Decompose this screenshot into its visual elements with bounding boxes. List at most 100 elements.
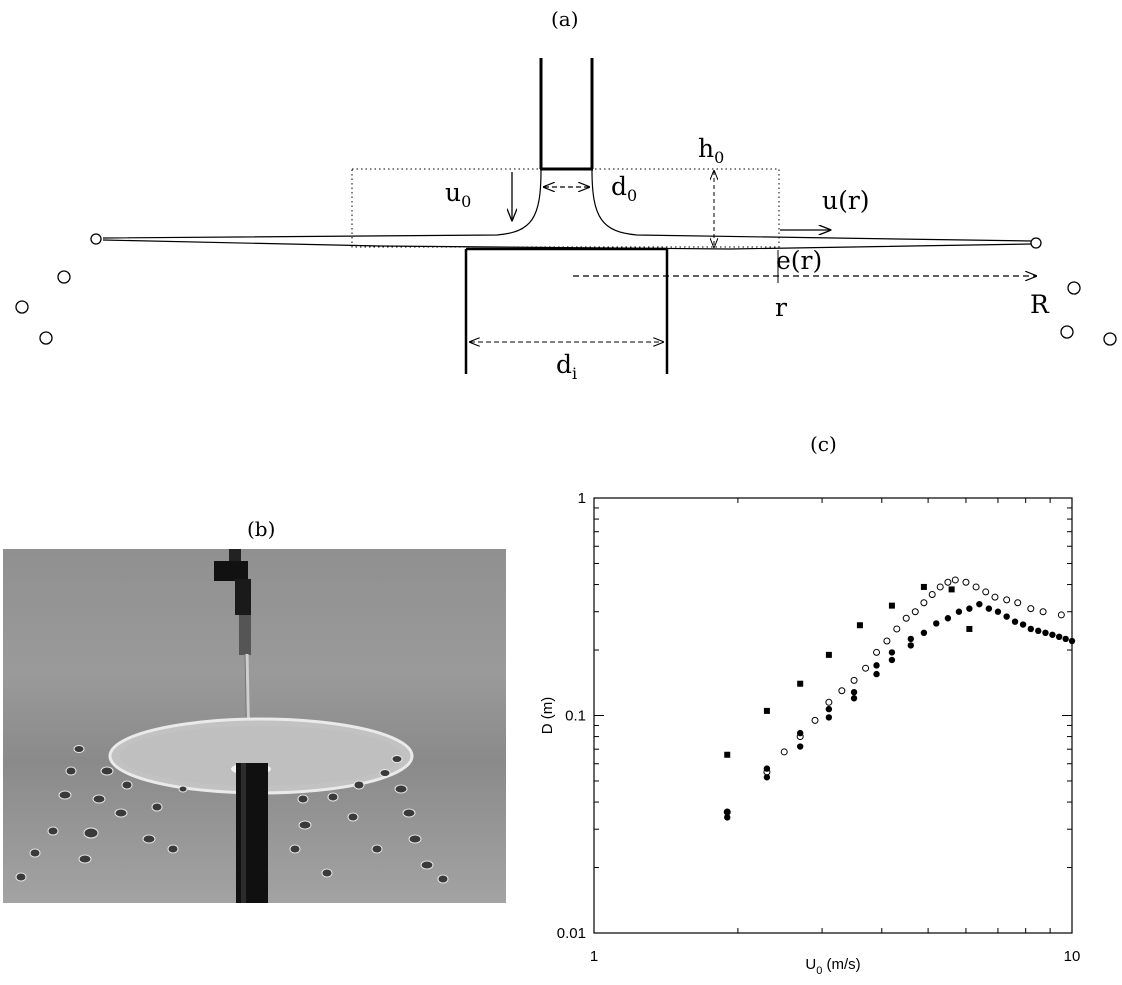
data-point-open-circle: [936, 583, 944, 591]
data-point-square: [797, 680, 804, 687]
data-point-filled-circle: [966, 605, 973, 612]
data-point-open-circle: [928, 591, 936, 599]
liquid-sheet-photograph: [3, 549, 506, 903]
data-point-filled-circle: [763, 765, 771, 772]
data-point-open-circle: [951, 576, 959, 584]
data-point-open-circle: [780, 748, 788, 756]
data-point-filled-circle: [873, 662, 880, 669]
data-point-open-circle: [825, 698, 833, 706]
data-point-filled-circle: [850, 688, 858, 696]
data-point-filled-circle: [1042, 629, 1049, 637]
di-label: di: [556, 350, 578, 383]
data-point-open-circle: [811, 716, 819, 724]
jet-left-profile: [102, 169, 542, 239]
panel-label-c: (c): [810, 432, 837, 456]
data-point-filled-circle: [933, 620, 940, 627]
data-point-filled-circle: [907, 642, 914, 649]
x-tick-label: 1: [590, 948, 598, 965]
y-tick-label: 1: [578, 490, 586, 507]
data-point-open-circle: [1057, 611, 1065, 619]
ur-label: u(r): [822, 186, 870, 215]
data-point-filled-circle: [1049, 631, 1056, 638]
data-point-filled-circle: [955, 608, 963, 615]
data-point-open-circle: [1039, 608, 1047, 616]
data-point-open-circle: [850, 676, 858, 684]
data-point-square: [888, 602, 895, 609]
data-point-open-circle: [883, 637, 891, 645]
data-point-square: [763, 707, 770, 714]
data-point-open-circle: [902, 614, 910, 622]
data-point-open-circle: [962, 578, 970, 586]
data-point-filled-circle: [873, 670, 880, 678]
data-point-open-circle: [1003, 596, 1011, 604]
data-point-open-circle: [991, 593, 999, 601]
data-point-open-circle: [944, 578, 952, 586]
data-point-filled-circle: [724, 814, 731, 821]
data-point-square: [948, 586, 955, 593]
data-point-filled-circle: [1027, 625, 1035, 633]
sheet-lower-surface: [102, 239, 1032, 250]
data-point-filled-circle: [1003, 613, 1010, 620]
data-point-open-circle: [862, 664, 870, 672]
plot-frame: [593, 497, 1073, 934]
data-point-square: [966, 625, 973, 632]
panel-label-a: (a): [551, 7, 579, 31]
data-point-square: [724, 751, 731, 758]
x-tick-label: 10: [1064, 948, 1081, 965]
droplet: [1060, 325, 1074, 339]
h0-label: h0: [698, 134, 725, 167]
data-point-square: [920, 583, 927, 590]
data-point-square: [856, 622, 863, 629]
data-point-filled-circle: [1055, 633, 1063, 641]
panel-label-b: (b): [247, 517, 276, 541]
data-point-filled-circle: [944, 615, 952, 622]
data-point-filled-circle: [994, 608, 1002, 615]
data-point-filled-circle: [888, 649, 896, 656]
rim-right: [1030, 237, 1042, 249]
data-point-open-circle: [873, 648, 881, 656]
liquid-sheet-schematic: [15, 58, 1117, 374]
y-tick-label: 0.01: [557, 925, 586, 942]
data-point-open-circle: [893, 625, 901, 633]
data-point-filled-circle: [825, 705, 833, 713]
R-label: R: [1030, 290, 1049, 319]
data-point-filled-circle: [985, 605, 993, 612]
data-point-filled-circle: [763, 774, 771, 781]
data-point-filled-circle: [796, 743, 804, 750]
y-axis-label: D (m): [539, 697, 556, 735]
data-point-square: [825, 651, 832, 658]
jet-right-profile: [591, 169, 1032, 242]
data-point-filled-circle: [1019, 621, 1027, 628]
data-point-filled-circle: [976, 600, 983, 608]
data-point-filled-circle: [1062, 635, 1069, 643]
data-point-filled-circle: [796, 729, 804, 737]
droplet: [57, 270, 71, 284]
data-point-open-circle: [1027, 605, 1035, 613]
data-point-open-circle: [838, 687, 846, 695]
u0-label: u0: [445, 178, 472, 211]
data-point-filled-circle: [920, 629, 928, 637]
d0-label: d0: [611, 172, 638, 205]
r-label: r: [775, 293, 787, 322]
data-point-filled-circle: [850, 695, 858, 702]
data-point-open-circle: [911, 608, 919, 616]
data-point-filled-circle: [1035, 627, 1042, 635]
data-point-filled-circle: [1068, 637, 1076, 645]
data-point-open-circle: [1014, 599, 1022, 607]
data-point-filled-circle: [825, 714, 833, 721]
data-point-filled-circle: [907, 635, 914, 643]
droplet: [15, 300, 29, 314]
data-point-open-circle: [972, 583, 980, 591]
er-label: e(r): [776, 246, 823, 275]
data-point-filled-circle: [1011, 618, 1019, 625]
diameter-velocity-chart: 1 10 0.01 0.1 1 D (m) U0 (m/s): [539, 490, 1081, 977]
droplet: [1103, 332, 1117, 346]
rim-left: [90, 233, 102, 245]
data-point-filled-circle: [724, 808, 731, 816]
y-tick-label: 0.1: [565, 708, 586, 725]
x-axis-label: U0 (m/s): [805, 956, 860, 977]
data-point-open-circle: [982, 588, 990, 596]
droplet: [39, 331, 53, 345]
droplet: [1067, 281, 1081, 295]
data-point-open-circle: [920, 599, 928, 607]
